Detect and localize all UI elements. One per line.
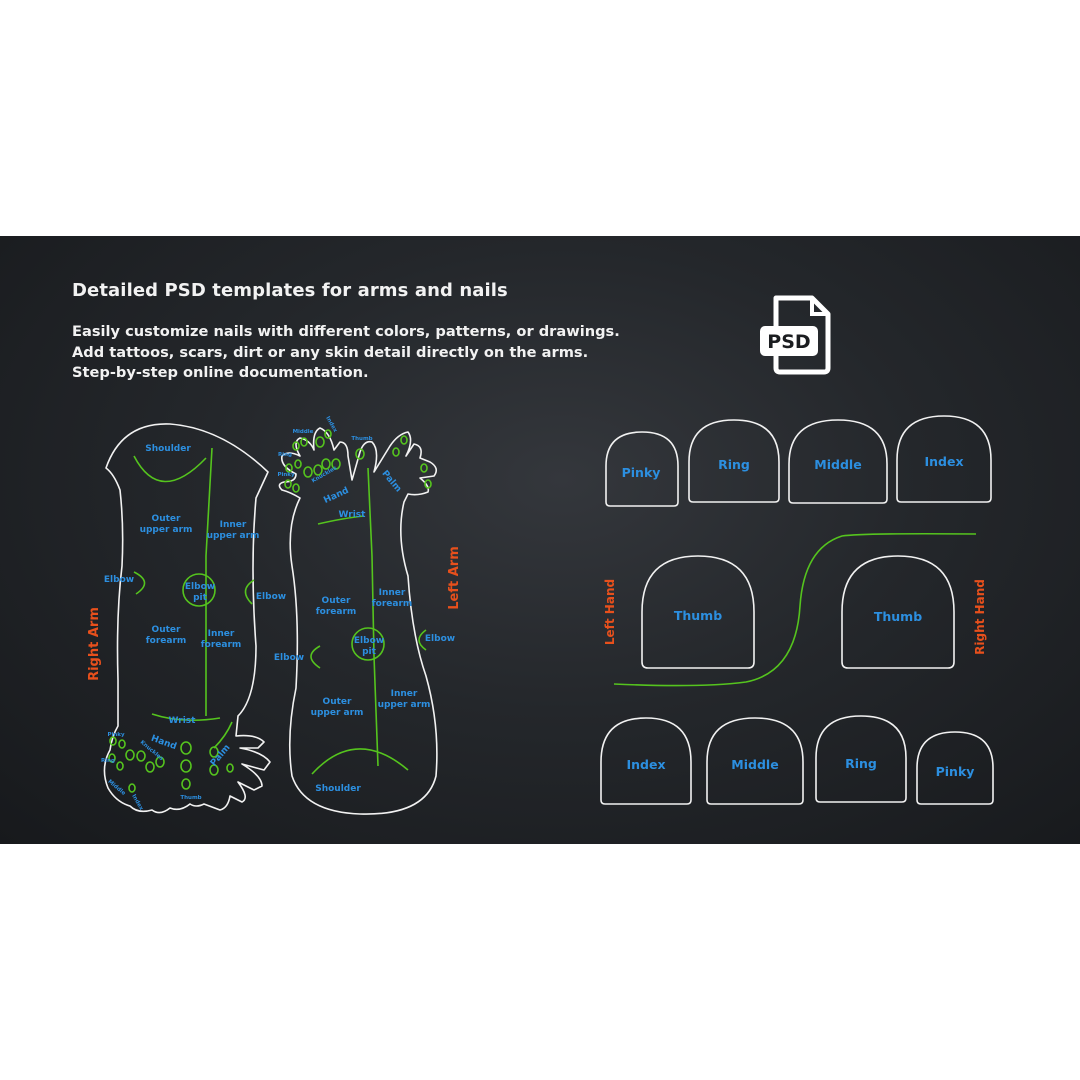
right-arm-pinky-label: Pinky bbox=[107, 732, 124, 738]
left-arm-inner-upper-label: upper arm bbox=[378, 700, 431, 710]
right-arm-outline bbox=[103, 423, 271, 814]
nail-templates: Pinky Ring Middle Index Thumb Thumb Inde… bbox=[600, 415, 994, 805]
right-arm-side-label: Right Arm bbox=[87, 607, 102, 681]
right-arm-elbow-pit-label: pit bbox=[193, 593, 208, 603]
right-arm-knuckle-seams bbox=[108, 736, 234, 793]
hand-separator-line bbox=[613, 532, 977, 687]
left-arm-outer-forearm-label: forearm bbox=[316, 607, 357, 617]
left-arm-inner-forearm-label: forearm bbox=[372, 599, 413, 609]
right-arm-shoulder-seam bbox=[133, 455, 207, 483]
left-arm-outer-upper-label: Outer bbox=[323, 697, 352, 707]
right-arm-elbow-pit-seam bbox=[182, 573, 216, 607]
right-arm-elbow-label: Elbow bbox=[104, 575, 134, 585]
right-arm-middle-label: Middle bbox=[106, 779, 126, 797]
right-arm-index-label: Index bbox=[130, 794, 144, 812]
nail-label-left-thumb: Thumb bbox=[674, 608, 722, 623]
nail-shape-left-thumb bbox=[641, 555, 755, 669]
nail-shape-right-thumb bbox=[841, 555, 955, 669]
left-arm-wrist-label: Wrist bbox=[339, 510, 367, 520]
description-line: Easily customize nails with different co… bbox=[72, 323, 620, 340]
nail-label-bottom-index: Index bbox=[626, 757, 665, 772]
nail-shape-top-pinky bbox=[605, 431, 679, 507]
left-arm-thumb-label: Thumb bbox=[351, 436, 372, 442]
left-arm-elbow-pit-seam bbox=[351, 627, 385, 661]
description-line: Step-by-step online documentation. bbox=[72, 364, 369, 381]
left-arm-palm-label: Palm bbox=[379, 469, 403, 494]
right-arm-outer-forearm-label: Outer bbox=[152, 625, 181, 635]
right-arm-outer-upper-label: Outer bbox=[152, 514, 181, 524]
nail-shape-bottom-ring bbox=[815, 715, 907, 803]
left-arm-elbow-pit-label: Elbow bbox=[354, 636, 384, 646]
nail-shape-bottom-pinky bbox=[916, 731, 994, 805]
right-hand-side-label: Right Hand bbox=[973, 579, 987, 655]
right-arm-inner-elbow-label: Elbow bbox=[256, 592, 286, 602]
right-arm-elbow-seam bbox=[133, 571, 146, 595]
nail-label-bottom-pinky: Pinky bbox=[936, 764, 975, 779]
right-arm-ring-label: Ring bbox=[101, 758, 115, 764]
nail-shape-top-ring bbox=[688, 419, 780, 503]
description: Easily customize nails with different co… bbox=[72, 322, 620, 384]
right-arm-template: Shoulder Outer upper arm Inner upper arm… bbox=[87, 423, 286, 814]
left-arm-inner-upper-label: Inner bbox=[391, 689, 418, 699]
left-arm-seam bbox=[367, 467, 379, 767]
left-arm-outer-upper-label: upper arm bbox=[311, 708, 364, 718]
left-arm-shoulder-label: Shoulder bbox=[315, 784, 361, 794]
right-arm-inner-upper-label: Inner bbox=[220, 520, 247, 530]
left-arm-shoulder-seam bbox=[311, 748, 409, 775]
left-arm-hand-label: Hand bbox=[322, 486, 350, 506]
left-arm-outer-forearm-label: Outer bbox=[322, 596, 351, 606]
left-arm-side-label: Left Arm bbox=[447, 546, 462, 610]
left-arm-inner-elbow-seam bbox=[418, 629, 427, 651]
description-line: Add tattoos, scars, dirt or any skin det… bbox=[72, 343, 589, 361]
right-arm-inner-forearm-label: Inner bbox=[208, 629, 235, 639]
right-arm-thumb-label: Thumb bbox=[180, 795, 201, 801]
nail-shape-bottom-middle bbox=[706, 717, 804, 805]
nail-label-right-thumb: Thumb bbox=[874, 609, 922, 624]
templates-diagram: PSD Shoulder Out bbox=[87, 295, 994, 815]
right-arm-outer-upper-label: upper arm bbox=[140, 525, 193, 535]
left-arm-inner-elbow-label: Elbow bbox=[425, 634, 455, 644]
left-arm-elbow-pit-label: pit bbox=[362, 647, 377, 657]
right-arm-inner-upper-label: upper arm bbox=[207, 531, 260, 541]
nail-label-top-pinky: Pinky bbox=[622, 465, 661, 480]
left-arm-middle-label: Middle bbox=[293, 429, 314, 435]
nail-label-top-middle: Middle bbox=[814, 457, 861, 472]
left-arm-elbow-label: Elbow bbox=[274, 653, 304, 663]
nail-shape-bottom-index bbox=[600, 717, 692, 805]
right-arm-wrist-seam bbox=[151, 713, 221, 722]
psd-file-icon: PSD bbox=[760, 295, 831, 375]
right-arm-inner-forearm-label: forearm bbox=[201, 640, 242, 650]
left-arm-knuckle-seams bbox=[284, 429, 432, 493]
page-title: Detailed PSD templates for arms and nail… bbox=[72, 280, 508, 301]
right-arm-inner-elbow-seam bbox=[244, 579, 255, 605]
nail-label-top-index: Index bbox=[924, 454, 963, 469]
banner: Detailed PSD templates for arms and nail… bbox=[0, 236, 1080, 844]
right-arm-wrist-label: Wrist bbox=[169, 716, 197, 726]
nail-label-bottom-middle: Middle bbox=[731, 757, 778, 772]
nail-label-top-ring: Ring bbox=[718, 457, 750, 472]
nail-shape-top-middle bbox=[788, 419, 888, 504]
nail-shape-top-index bbox=[896, 415, 992, 503]
left-arm-ring-label: Ring bbox=[278, 452, 292, 458]
left-arm-pinky-label: Pinky bbox=[277, 472, 294, 478]
nail-label-bottom-ring: Ring bbox=[845, 756, 877, 771]
psd-badge-text: PSD bbox=[767, 331, 810, 353]
left-arm-elbow-seam bbox=[310, 645, 321, 669]
right-arm-elbow-pit-label: Elbow bbox=[185, 582, 215, 592]
right-arm-palm-seam bbox=[213, 721, 233, 749]
right-arm-outer-forearm-label: forearm bbox=[146, 636, 187, 646]
left-arm-template: Hand Palm Wrist Outer forearm Inner fore… bbox=[274, 416, 462, 815]
right-arm-shoulder-label: Shoulder bbox=[145, 444, 191, 454]
left-arm-outline bbox=[278, 427, 438, 815]
left-hand-side-label: Left Hand bbox=[603, 579, 617, 645]
left-arm-wrist-seam bbox=[317, 515, 365, 525]
left-arm-inner-forearm-label: Inner bbox=[379, 588, 406, 598]
right-arm-seam bbox=[205, 447, 213, 716]
